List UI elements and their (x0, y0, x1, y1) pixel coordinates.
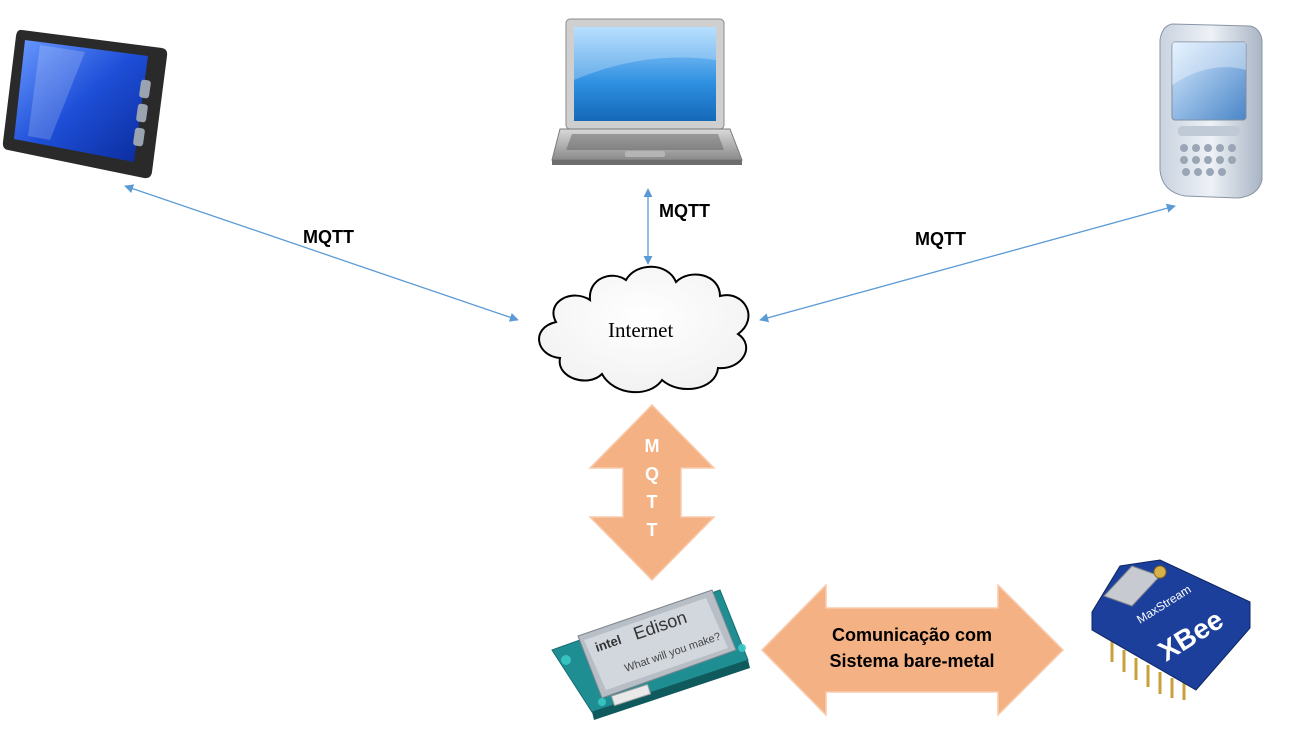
mqtt-vertical-letter: T (646, 520, 658, 540)
laptop-icon (551, 18, 743, 165)
phone-icon (1159, 23, 1263, 199)
mqtt-label-tablet: MQTT (303, 227, 354, 247)
connector-tablet-internet (124, 184, 519, 322)
bridge-label: Comunicação com Sistema bare-metal (810, 622, 1014, 674)
cloud-icon (538, 265, 750, 394)
internet-label: Internet (608, 318, 674, 342)
mqtt-vertical-letter: Q (644, 464, 659, 484)
mqtt-vertical-letter: T (646, 492, 658, 512)
mqtt-vertical-letter: M (644, 436, 660, 456)
connector-phone-internet (759, 203, 1176, 323)
bridge-label-line2: Sistema bare-metal (829, 651, 995, 671)
tablet-icon (2, 29, 168, 179)
edison-board-icon: intel Edison What will you make? (551, 589, 750, 720)
xbee-module-icon: MaxStream XBee (1091, 559, 1251, 700)
bridge-label-line1: Comunicação com (831, 625, 993, 645)
mqtt-label-laptop: MQTT (659, 201, 710, 221)
vertical-block-arrow (588, 403, 716, 582)
mqtt-label-phone: MQTT (915, 229, 966, 249)
horizontal-block-arrow (760, 583, 1065, 717)
mqtt-vertical-label: M Q T T (637, 432, 667, 544)
